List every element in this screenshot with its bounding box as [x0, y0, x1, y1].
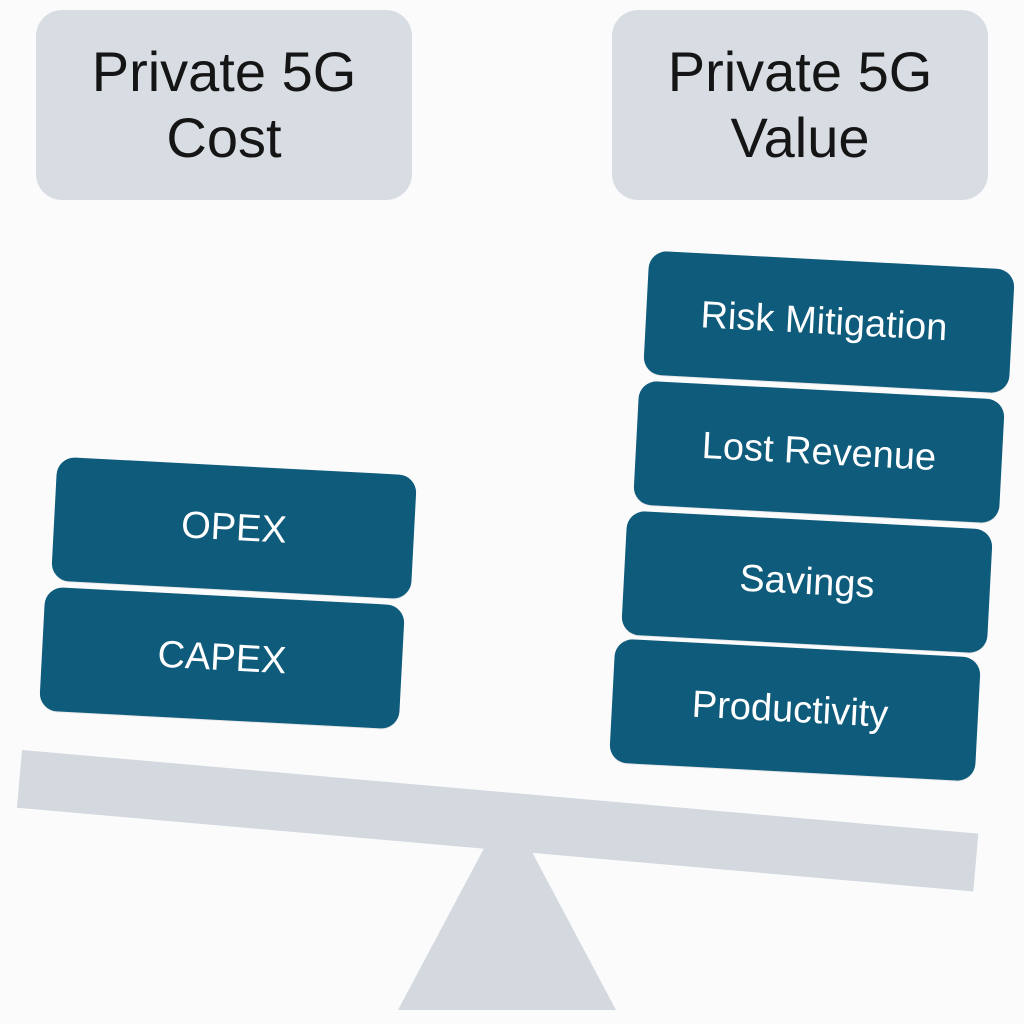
value-block-label: Risk Mitigation [699, 293, 949, 349]
value-header-line2: Value [730, 106, 870, 169]
cost-block-label: OPEX [180, 503, 288, 552]
cost-block-capex: CAPEX [39, 586, 405, 730]
cost-header: Private 5G Cost [36, 39, 412, 171]
value-block-productivity: Productivity [609, 638, 981, 782]
cost-block-opex: OPEX [51, 456, 417, 600]
cost-header-line1: Private 5G [91, 40, 357, 103]
value-block-savings: Savings [621, 510, 993, 654]
fulcrum-triangle [398, 805, 616, 1010]
value-header-line1: Private 5G [667, 40, 933, 103]
value-block-label: Savings [738, 556, 876, 607]
value-block-label: Lost Revenue [700, 424, 938, 479]
cost-header-line2: Cost [166, 106, 282, 169]
cost-header-box: Private 5G Cost [36, 10, 412, 200]
value-header: Private 5G Value [612, 39, 988, 171]
value-header-box: Private 5G Value [612, 10, 988, 200]
value-block-lost-revenue: Lost Revenue [633, 380, 1005, 524]
value-block-label: Productivity [690, 683, 890, 736]
cost-block-label: CAPEX [156, 633, 288, 682]
value-block-risk-mitigation: Risk Mitigation [643, 250, 1015, 394]
